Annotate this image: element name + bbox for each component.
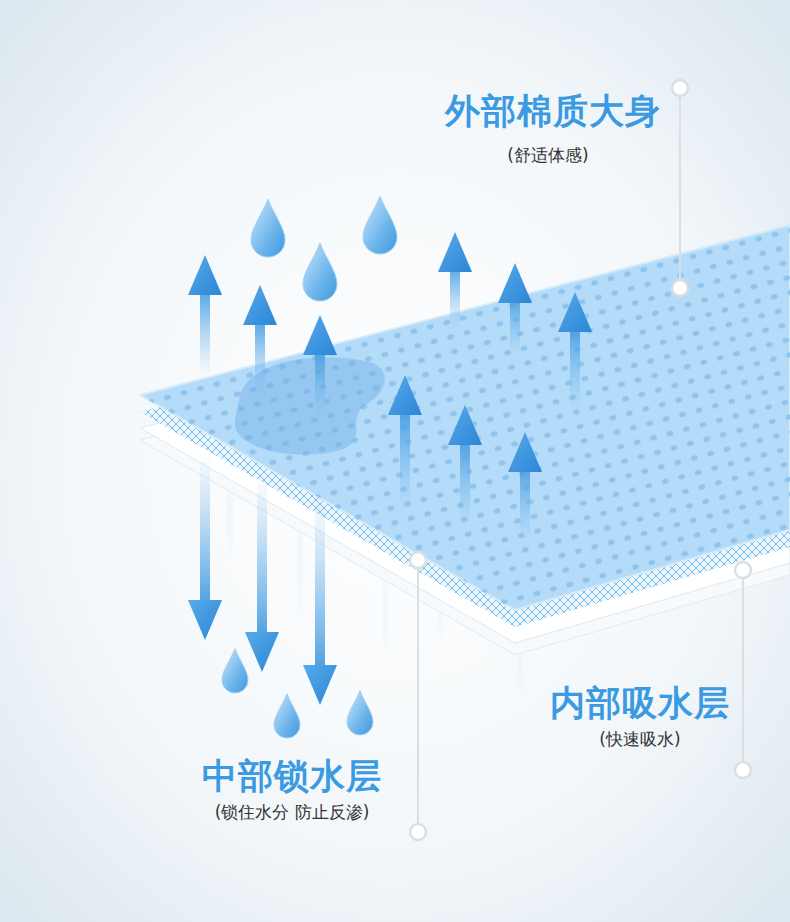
arrow-shaft [460,435,470,525]
layer-note: (舒适体感) [507,145,588,165]
arrow-shaft [315,345,325,420]
arrow-head [188,600,222,640]
water-drop [251,199,285,257]
arrow-shaft [200,285,210,375]
arrow-head [438,232,472,272]
arrow-shaft [520,462,530,540]
water-drop [274,694,300,738]
arrow-head [243,285,277,325]
leader-dot [672,280,688,296]
leader-dot [735,562,751,578]
arrow-head [245,632,279,672]
layer-name: 内部吸水层 [550,682,730,724]
leader-dot [735,762,751,778]
layer-name: 中部锁水层 [202,755,382,797]
flow-arrows [188,232,592,705]
leader-line [679,96,681,280]
leader-dot [672,80,688,96]
arrow-shaft [200,455,210,610]
arrow-head [508,432,542,472]
arrow-head [388,375,422,415]
arrow-head [303,665,337,705]
arrow-head [498,263,532,303]
water-drop [303,243,337,301]
perforations [140,225,790,610]
leader-dot [410,824,426,840]
water-drops [222,196,397,738]
arrow-shaft [315,495,325,675]
water-drop [363,196,397,254]
water-drop [222,649,248,693]
top-layer [140,225,790,610]
water-drop [347,691,373,735]
layer-note: (快速吸水) [599,729,680,749]
arrow-shaft [257,475,267,642]
layer-note: (锁住水分 防止反渗) [215,802,370,822]
arrow-shaft [400,405,410,510]
arrow-head [558,292,592,332]
leader-dot [410,552,426,568]
arrow-shaft [255,315,265,400]
arrow-shaft [570,322,580,410]
layer-name: 外部棉质大身 [445,90,661,132]
arrow-head [303,315,337,355]
leader-line [417,568,419,824]
arrow-head [188,255,222,295]
arrow-head [448,405,482,445]
arrow-shaft [450,262,460,330]
leader-line [742,578,744,762]
leader-lines [410,80,751,840]
